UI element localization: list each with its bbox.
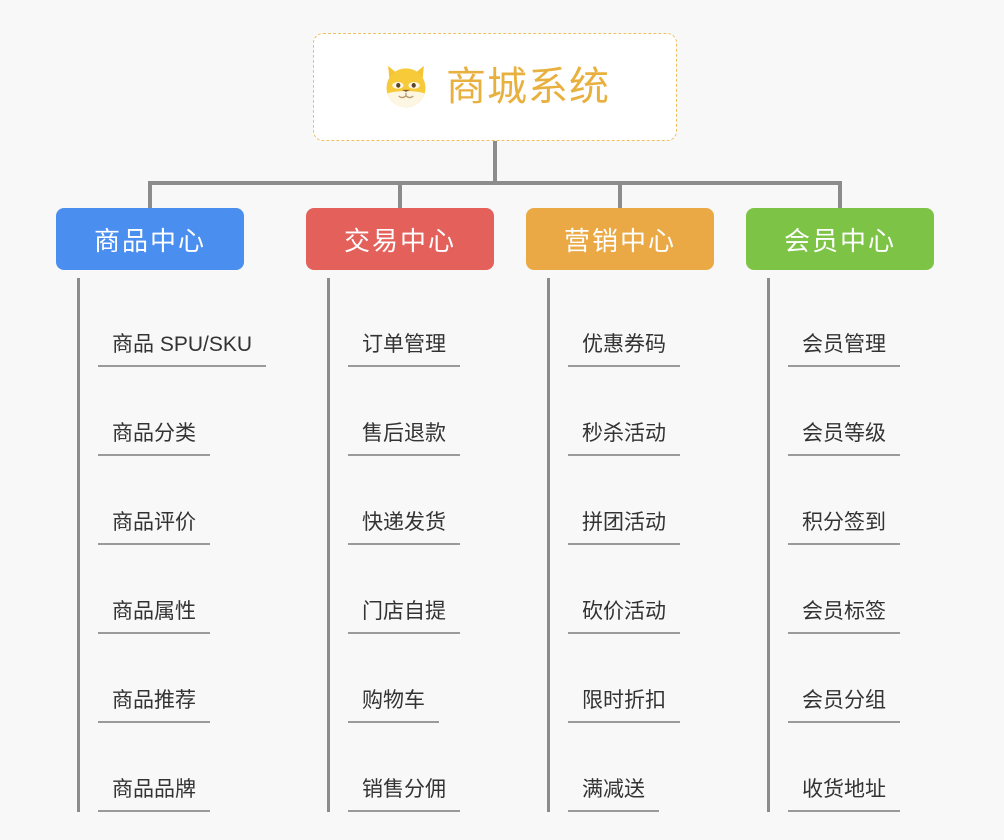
leaf-item[interactable]: 门店自提 bbox=[327, 545, 527, 634]
leaf-item-label: 商品分类 bbox=[98, 421, 210, 456]
connector-bus bbox=[148, 181, 842, 185]
category-header-product-center[interactable]: 商品中心 bbox=[56, 208, 244, 270]
leaf-item[interactable]: 会员管理 bbox=[767, 278, 967, 367]
leaf-item-label: 快递发货 bbox=[348, 510, 460, 545]
leaf-item-label: 商品品牌 bbox=[98, 777, 210, 812]
leaf-item-label: 商品属性 bbox=[98, 599, 210, 634]
column-trade-center: 交易中心订单管理售后退款快递发货门店自提购物车销售分佣 bbox=[306, 208, 526, 812]
leaf-item-label: 会员等级 bbox=[788, 421, 900, 456]
leaf-item[interactable]: 销售分佣 bbox=[327, 723, 527, 812]
root-title: 商城系统 bbox=[446, 65, 610, 109]
leaf-item[interactable]: 积分签到 bbox=[767, 456, 967, 545]
leaf-item[interactable]: 商品属性 bbox=[77, 545, 277, 634]
connector-trunk-member-center bbox=[767, 278, 770, 812]
column-member-center: 会员中心会员管理会员等级积分签到会员标签会员分组收货地址 bbox=[746, 208, 966, 812]
leaf-list-product-center: 商品 SPU/SKU 商品分类商品评价商品属性商品推荐商品品牌 bbox=[77, 278, 277, 812]
leaf-item-label: 收货地址 bbox=[788, 777, 900, 812]
leaf-item-label: 会员标签 bbox=[788, 599, 900, 634]
connector-drop-product-center bbox=[148, 181, 152, 208]
leaf-item[interactable]: 商品推荐 bbox=[77, 634, 277, 723]
leaf-item-label: 积分签到 bbox=[788, 510, 900, 545]
column-marketing-center: 营销中心优惠券码秒杀活动拼团活动砍价活动限时折扣满减送 bbox=[526, 208, 746, 812]
leaf-item[interactable]: 满减送 bbox=[547, 723, 747, 812]
leaf-item-label: 优惠券码 bbox=[568, 332, 680, 367]
leaf-item-label: 商品评价 bbox=[98, 510, 210, 545]
leaf-item[interactable]: 会员等级 bbox=[767, 367, 967, 456]
connector-drop-marketing-center bbox=[618, 181, 622, 208]
leaf-item-label: 门店自提 bbox=[348, 599, 460, 634]
leaf-item[interactable]: 拼团活动 bbox=[547, 456, 747, 545]
leaf-list-marketing-center: 优惠券码秒杀活动拼团活动砍价活动限时折扣满减送 bbox=[547, 278, 747, 812]
leaf-item-label: 售后退款 bbox=[348, 421, 460, 456]
connector-drop-trade-center bbox=[398, 181, 402, 208]
connector-trunk-product-center bbox=[77, 278, 80, 812]
leaf-item-label: 砍价活动 bbox=[568, 599, 680, 634]
leaf-item[interactable]: 限时折扣 bbox=[547, 634, 747, 723]
connector-trunk-marketing-center bbox=[547, 278, 550, 812]
category-header-marketing-center[interactable]: 营销中心 bbox=[526, 208, 714, 270]
leaf-item-label: 订单管理 bbox=[348, 332, 460, 367]
shiba-dog-face-icon bbox=[386, 65, 426, 108]
leaf-item[interactable]: 砍价活动 bbox=[547, 545, 747, 634]
leaf-item-label: 满减送 bbox=[568, 777, 659, 812]
leaf-list-member-center: 会员管理会员等级积分签到会员标签会员分组收货地址 bbox=[767, 278, 967, 812]
leaf-item[interactable]: 会员分组 bbox=[767, 634, 967, 723]
leaf-item[interactable]: 订单管理 bbox=[327, 278, 527, 367]
leaf-item[interactable]: 快递发货 bbox=[327, 456, 527, 545]
leaf-item[interactable]: 优惠券码 bbox=[547, 278, 747, 367]
connector-root-stem bbox=[493, 141, 497, 184]
column-product-center: 商品中心商品 SPU/SKU 商品分类商品评价商品属性商品推荐商品品牌 bbox=[56, 208, 276, 812]
connector-drop-member-center bbox=[838, 181, 842, 208]
leaf-item-label: 商品推荐 bbox=[98, 688, 210, 723]
leaf-item[interactable]: 秒杀活动 bbox=[547, 367, 747, 456]
connector-trunk-trade-center bbox=[327, 278, 330, 812]
leaf-item-label: 限时折扣 bbox=[568, 688, 680, 723]
leaf-item[interactable]: 购物车 bbox=[327, 634, 527, 723]
leaf-item-label: 商品 SPU/SKU bbox=[98, 332, 267, 367]
leaf-item[interactable]: 商品 SPU/SKU bbox=[77, 278, 277, 367]
leaf-item-label: 购物车 bbox=[348, 688, 439, 723]
leaf-item-label: 秒杀活动 bbox=[568, 421, 680, 456]
leaf-item[interactable]: 商品评价 bbox=[77, 456, 277, 545]
leaf-item-label: 会员管理 bbox=[788, 332, 900, 367]
leaf-item[interactable]: 售后退款 bbox=[327, 367, 527, 456]
leaf-item[interactable]: 商品品牌 bbox=[77, 723, 277, 812]
leaf-item-label: 销售分佣 bbox=[348, 777, 460, 812]
leaf-item[interactable]: 商品分类 bbox=[77, 367, 277, 456]
category-header-member-center[interactable]: 会员中心 bbox=[746, 208, 934, 270]
category-header-trade-center[interactable]: 交易中心 bbox=[306, 208, 494, 270]
leaf-item-label: 拼团活动 bbox=[568, 510, 680, 545]
leaf-item[interactable]: 会员标签 bbox=[767, 545, 967, 634]
leaf-list-trade-center: 订单管理售后退款快递发货门店自提购物车销售分佣 bbox=[327, 278, 527, 812]
root-node[interactable]: 商城系统 bbox=[313, 33, 677, 141]
leaf-item-label: 会员分组 bbox=[788, 688, 900, 723]
leaf-item[interactable]: 收货地址 bbox=[767, 723, 967, 812]
